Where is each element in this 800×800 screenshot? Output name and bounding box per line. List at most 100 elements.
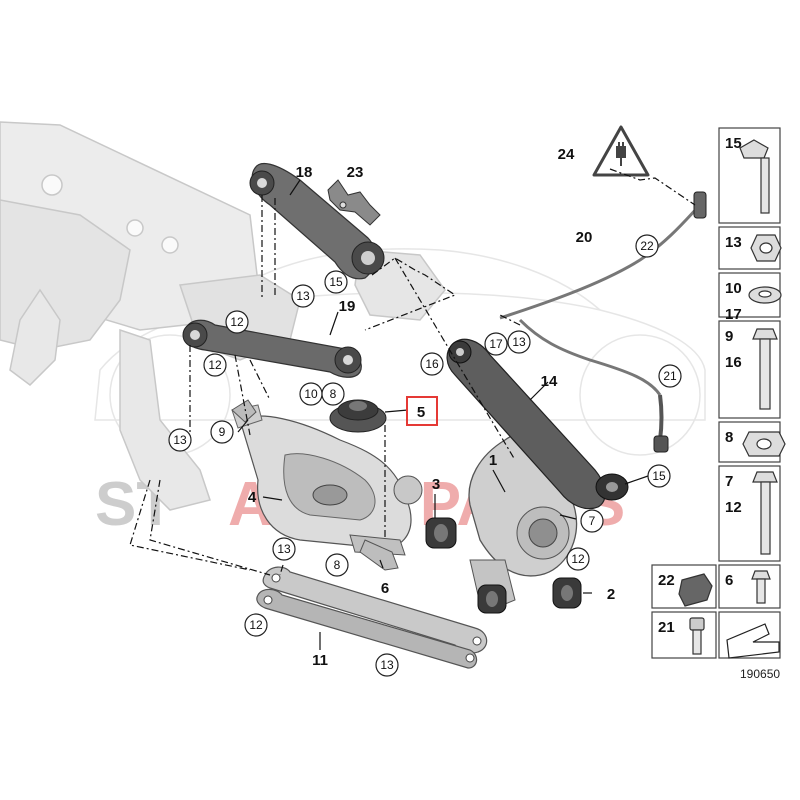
callout-label: 15	[652, 469, 666, 483]
hardware-number: 17	[725, 306, 742, 323]
callout-label: 13	[277, 542, 291, 556]
callout-label: 19	[339, 298, 356, 315]
callout-1: 1	[489, 452, 497, 469]
callout-24: 24	[558, 146, 575, 163]
callout-16: 16	[420, 352, 444, 376]
hardware-number: 6	[725, 572, 733, 589]
callout-23: 23	[347, 164, 364, 181]
callout-label: 13	[512, 335, 526, 349]
hardware-number: 9	[725, 328, 733, 345]
callout-12: 12	[203, 353, 227, 377]
control-arm-19	[182, 319, 362, 378]
callout-12: 12	[225, 310, 249, 334]
hardware-number: 13	[725, 234, 742, 251]
flanged-bolt-icon	[739, 139, 770, 214]
hardware-number: 16	[725, 354, 742, 371]
hardware-cell-arrow	[718, 611, 781, 659]
hardware-cell-8: 8	[718, 421, 786, 463]
callout-label: 20	[576, 229, 593, 246]
hardware-cell-22: 22	[651, 564, 717, 609]
cable-clip-icon	[678, 573, 713, 607]
flange-nut-icon	[742, 431, 786, 457]
hex-nut-icon	[750, 234, 782, 262]
stabilizer-bar-11	[256, 566, 488, 669]
callout-13: 13	[507, 330, 531, 354]
callout-label: 12	[230, 315, 244, 329]
callout-4: 4	[248, 489, 257, 506]
spring-seat-5	[329, 399, 387, 433]
rear-subframe	[0, 121, 446, 511]
hardware-cell-9: 9 16	[718, 320, 781, 419]
long-bolt-icon	[752, 471, 778, 555]
callout-9: 9	[210, 420, 234, 444]
hardware-number: 22	[658, 572, 675, 589]
bracket-9	[231, 399, 257, 423]
callout-label: 6	[381, 580, 389, 597]
callout-label: 3	[432, 476, 440, 493]
callout-label: 11	[312, 652, 328, 669]
solid-leaders	[237, 179, 649, 650]
washer-icon	[748, 286, 782, 304]
callout-3: 3	[432, 476, 440, 493]
callout-label: 16	[425, 357, 439, 371]
callout-label: 13	[173, 433, 187, 447]
callout-15: 15	[647, 464, 671, 488]
callout-13: 13	[375, 653, 399, 677]
callout-15: 15	[324, 270, 348, 294]
upper-control-arm-18	[249, 162, 385, 280]
callout-10: 10	[299, 382, 323, 406]
callout-label: 4	[248, 489, 257, 506]
callout-6: 6	[381, 580, 389, 597]
callout-label: 24	[558, 146, 575, 163]
callout-12: 12	[566, 547, 590, 571]
hardware-number: 15	[725, 135, 742, 152]
hardware-cell-21: 21	[651, 611, 717, 659]
callout-18: 18	[296, 164, 313, 181]
callout-8: 8	[321, 382, 345, 406]
callout-label: 15	[329, 275, 343, 289]
callout-label: 12	[571, 552, 585, 566]
callout-17: 17	[484, 332, 508, 356]
callout-label: 8	[330, 387, 337, 401]
callout-label: 2	[607, 586, 615, 603]
hardware-cell-15: 15	[718, 127, 781, 224]
callout-14: 14	[541, 373, 558, 390]
hex-bolt-icon	[752, 328, 778, 410]
callout-label: 17	[489, 337, 503, 351]
hardware-cell-7: 712	[718, 465, 781, 562]
callout-label: 22	[640, 239, 654, 253]
small-bolt-icon	[751, 570, 771, 604]
callout-label: 18	[296, 164, 313, 181]
callout-12: 12	[244, 613, 268, 637]
bushing-3	[425, 517, 457, 549]
callout-label: 1	[489, 452, 497, 469]
callout-13: 13	[168, 428, 192, 452]
callout-19: 19	[339, 298, 356, 315]
callout-label: 21	[663, 369, 677, 383]
hardware-number: 7	[725, 473, 733, 490]
direction-arrow-icon	[726, 623, 780, 659]
hardware-number: 21	[658, 619, 675, 636]
callout-label: 14	[541, 373, 558, 390]
callout-label: 13	[380, 658, 394, 672]
callout-2: 2	[607, 586, 615, 603]
hardware-number: 8	[725, 429, 733, 446]
callout-label: 12	[249, 618, 263, 632]
callout-label: 9	[219, 425, 226, 439]
callout-11: 11	[312, 652, 328, 669]
callout-label: 13	[296, 289, 310, 303]
leader-lines	[129, 168, 696, 576]
callout-label: 7	[589, 514, 596, 528]
callout-21: 21	[658, 364, 682, 388]
lower-control-arm-4	[231, 404, 423, 556]
highlight-box	[406, 396, 438, 426]
hardware-cell-6: 6	[718, 564, 781, 609]
hardware-cell-13: 13	[718, 226, 782, 270]
callout-label: 8	[334, 558, 341, 572]
callout-20: 20	[576, 229, 593, 246]
